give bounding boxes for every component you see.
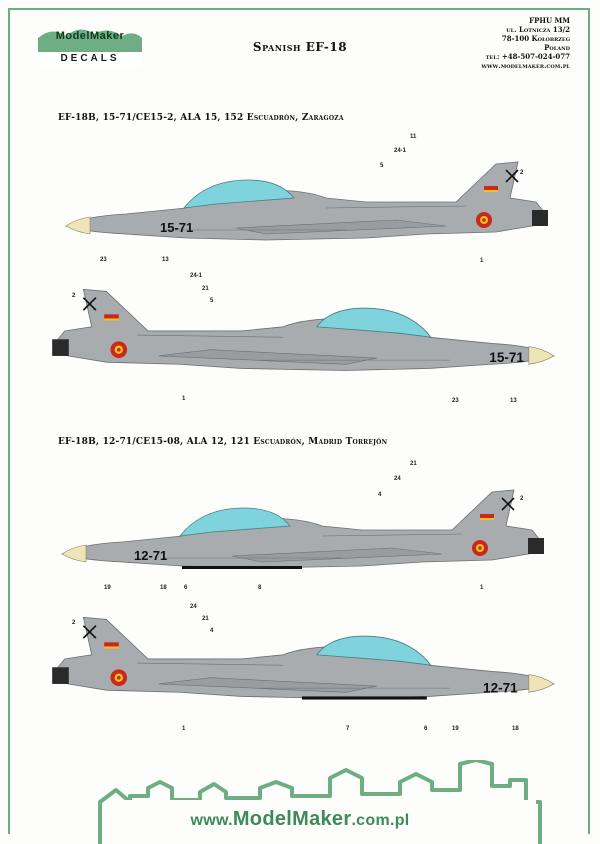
jet-profile-12-71-right: 12-71 (51, 616, 555, 702)
serial-marking: 15-71 (489, 350, 524, 365)
callout: 1 (480, 585, 484, 591)
address-line: FPHU MM (529, 16, 570, 25)
callout: 13 (162, 257, 169, 263)
callout: 2 (72, 620, 76, 626)
logo-name: ModelMaker (55, 30, 125, 42)
callout: 23 (452, 398, 459, 404)
callout: 4 (378, 492, 382, 498)
serial-marking: 12-71 (134, 548, 167, 563)
callout: 24 (394, 476, 401, 482)
address-line: ul. Lotnicza 13/2 (506, 25, 570, 34)
callout: 19 (104, 585, 111, 591)
address-block: FPHU MM ul. Lotnicza 13/2 78-100 Kołobrz… (481, 16, 570, 70)
modelmaker-logo (38, 29, 142, 66)
callout: 18 (512, 726, 519, 732)
callout: 8 (258, 585, 262, 591)
callout: 21 (410, 461, 417, 467)
page-title: Spanish EF-18 (252, 40, 348, 54)
jet-profile-15-71-left: 15-71 (65, 161, 549, 243)
serial-marking: 12-71 (483, 680, 518, 695)
callout: 1 (182, 396, 186, 402)
callout: 24 (190, 604, 197, 610)
callout: 7 (346, 726, 350, 732)
callout: 4 (210, 628, 214, 634)
section-title-2: EF-18B, 12-71/CE15-08, ALA 12, 121 Escua… (58, 437, 388, 447)
jet-profile-15-71-right: 15-71 (51, 288, 555, 374)
callout: 11 (410, 134, 417, 140)
jet-profile-12-71-left: 12-71 (61, 489, 545, 571)
callout: 21 (202, 616, 209, 622)
page-frame (8, 8, 590, 834)
callout: 1 (480, 258, 484, 264)
callout: 5 (210, 298, 214, 304)
address-line: www.modelmaker.com.pl (481, 61, 570, 70)
callout: 5 (380, 163, 384, 169)
serial-marking: 15-71 (160, 220, 193, 235)
footer-suffix: .com.pl (351, 812, 410, 829)
callout: 23 (100, 257, 107, 263)
callout: 2 (72, 293, 76, 299)
callout: 2 (520, 496, 524, 502)
callout: 18 (160, 585, 167, 591)
footer-prefix: www. (190, 812, 233, 829)
address-line: 78-100 Kołobrzeg (501, 34, 570, 43)
callout: 19 (452, 726, 459, 732)
callout: 24-1 (394, 148, 407, 154)
callout: 24-1 (190, 273, 203, 279)
callout: 13 (510, 398, 517, 404)
footer-brand: ModelMaker (232, 808, 352, 830)
callout: 2 (520, 170, 524, 176)
address-line: tel: +48-507-024-077 (485, 52, 570, 61)
callout: 21 (202, 286, 209, 292)
section-title-1: EF-18B, 15-71/CE15-2, ALA 15, 152 Escuad… (58, 113, 344, 123)
address-line: Poland (544, 43, 570, 52)
logo-sub: DECALS (60, 53, 120, 64)
footer-url[interactable]: www.ModelMaker.com.pl (0, 808, 600, 831)
footer-skyline (98, 760, 542, 844)
callout: 6 (184, 585, 188, 591)
callout: 6 (424, 726, 428, 732)
callout: 1 (182, 726, 186, 732)
